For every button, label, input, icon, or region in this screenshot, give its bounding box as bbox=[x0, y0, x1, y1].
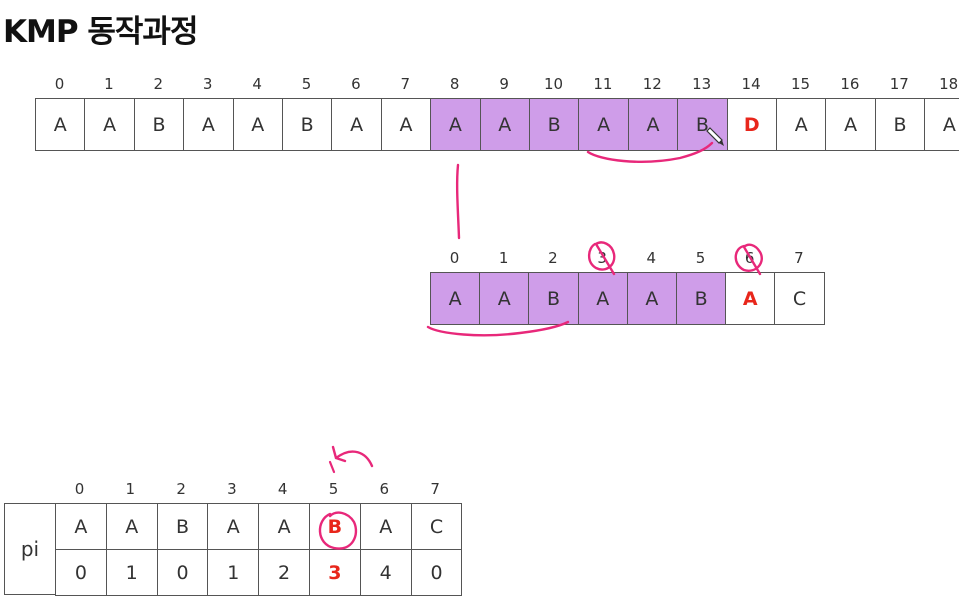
page-title: KMP 동작과정 bbox=[3, 14, 198, 50]
pattern-index-4: 4 bbox=[646, 249, 657, 267]
text-cell-13: B bbox=[677, 98, 728, 151]
text-cell-3: A bbox=[183, 98, 234, 151]
pi-char-cell-2: B bbox=[156, 503, 209, 550]
pi-index-2: 2 bbox=[176, 480, 186, 498]
pi-char-cell-1: A bbox=[105, 503, 158, 550]
text-cell-9: A bbox=[479, 98, 530, 151]
text-cell-8: A bbox=[430, 98, 481, 151]
text-index-0: 0 bbox=[54, 75, 65, 93]
pattern-index-6: 6 bbox=[744, 249, 755, 267]
text-index-18: 18 bbox=[939, 75, 959, 93]
pi-index-4: 4 bbox=[277, 480, 288, 498]
pi-value-cell-2: 0 bbox=[156, 549, 209, 596]
pi-index-6: 6 bbox=[379, 480, 390, 498]
pattern-cell-4: A bbox=[626, 272, 677, 325]
text-cell-0: A bbox=[35, 98, 86, 151]
pattern-cell-3: A bbox=[577, 272, 628, 325]
text-index-1: 1 bbox=[104, 75, 114, 93]
text-cell-10: B bbox=[529, 98, 580, 151]
text-cell-15: A bbox=[776, 98, 827, 151]
pi-index-1: 1 bbox=[125, 480, 136, 498]
text-index-15: 15 bbox=[790, 75, 811, 93]
text-cell-6: A bbox=[331, 98, 382, 151]
pi-char-cell-6: A bbox=[359, 503, 412, 550]
pattern-cell-6: A bbox=[725, 272, 776, 325]
pi-index-3: 3 bbox=[227, 480, 237, 498]
text-cell-14: D bbox=[726, 98, 777, 151]
text-cell-2: B bbox=[133, 98, 185, 151]
pattern-cell-1: A bbox=[479, 272, 530, 325]
pi-value-cell-6: 4 bbox=[359, 549, 412, 596]
pi-index-7: 7 bbox=[430, 480, 440, 498]
text-index-7: 7 bbox=[400, 75, 411, 93]
pi-char-cell-4: A bbox=[258, 503, 310, 550]
text-cell-11: A bbox=[578, 98, 629, 151]
pi-index-0: 0 bbox=[74, 480, 85, 498]
text-index-2: 2 bbox=[153, 75, 164, 93]
pi-value-cell-1: 1 bbox=[105, 549, 158, 596]
pattern-index-5: 5 bbox=[695, 249, 706, 267]
pattern-cell-5: B bbox=[676, 272, 727, 325]
text-index-6: 6 bbox=[351, 75, 361, 93]
pattern-index-7: 7 bbox=[794, 249, 804, 267]
pi-value-cell-4: 2 bbox=[258, 549, 310, 596]
text-index-11: 11 bbox=[593, 75, 613, 93]
pattern-index-2: 2 bbox=[548, 249, 558, 267]
text-index-12: 12 bbox=[642, 75, 662, 93]
pi-index-5: 5 bbox=[328, 480, 339, 498]
pi-value-cell-7: 0 bbox=[410, 549, 463, 596]
text-index-4: 4 bbox=[252, 75, 262, 93]
text-index-8: 8 bbox=[449, 75, 460, 93]
pi-value-cell-5: 3 bbox=[309, 549, 361, 596]
text-index-13: 13 bbox=[692, 75, 712, 93]
text-index-14: 14 bbox=[741, 75, 761, 93]
pi-char-cell-0: A bbox=[55, 503, 107, 550]
text-cell-7: A bbox=[380, 98, 432, 151]
text-cell-12: A bbox=[627, 98, 679, 151]
text-index-17: 17 bbox=[889, 75, 909, 93]
text-index-5: 5 bbox=[301, 75, 312, 93]
pi-char-cell-3: A bbox=[207, 503, 260, 550]
pi-char-cell-7: C bbox=[410, 503, 463, 550]
text-cell-16: A bbox=[825, 98, 876, 151]
text-cell-18: A bbox=[924, 98, 959, 151]
pi-label: pi bbox=[4, 503, 55, 595]
annotation-connector-line bbox=[455, 163, 461, 240]
text-cell-1: A bbox=[84, 98, 135, 151]
text-index-3: 3 bbox=[202, 75, 213, 93]
pattern-cell-2: B bbox=[528, 272, 579, 325]
pattern-index-0: 0 bbox=[449, 249, 460, 267]
pi-value-cell-0: 0 bbox=[55, 549, 107, 596]
annotation-arrow bbox=[331, 445, 374, 468]
text-index-16: 16 bbox=[840, 75, 860, 93]
pattern-cell-7: C bbox=[774, 272, 825, 325]
pattern-index-1: 1 bbox=[498, 249, 509, 267]
text-cell-4: A bbox=[232, 98, 283, 151]
pi-char-cell-5: B bbox=[309, 503, 361, 550]
annotation-tick bbox=[328, 460, 336, 474]
text-cell-5: B bbox=[282, 98, 333, 151]
text-cell-17: B bbox=[874, 98, 926, 151]
pi-value-cell-3: 1 bbox=[207, 549, 260, 596]
pattern-cell-0: A bbox=[430, 272, 481, 325]
text-index-10: 10 bbox=[543, 75, 564, 93]
pattern-index-3: 3 bbox=[597, 249, 607, 267]
text-index-9: 9 bbox=[499, 75, 509, 93]
